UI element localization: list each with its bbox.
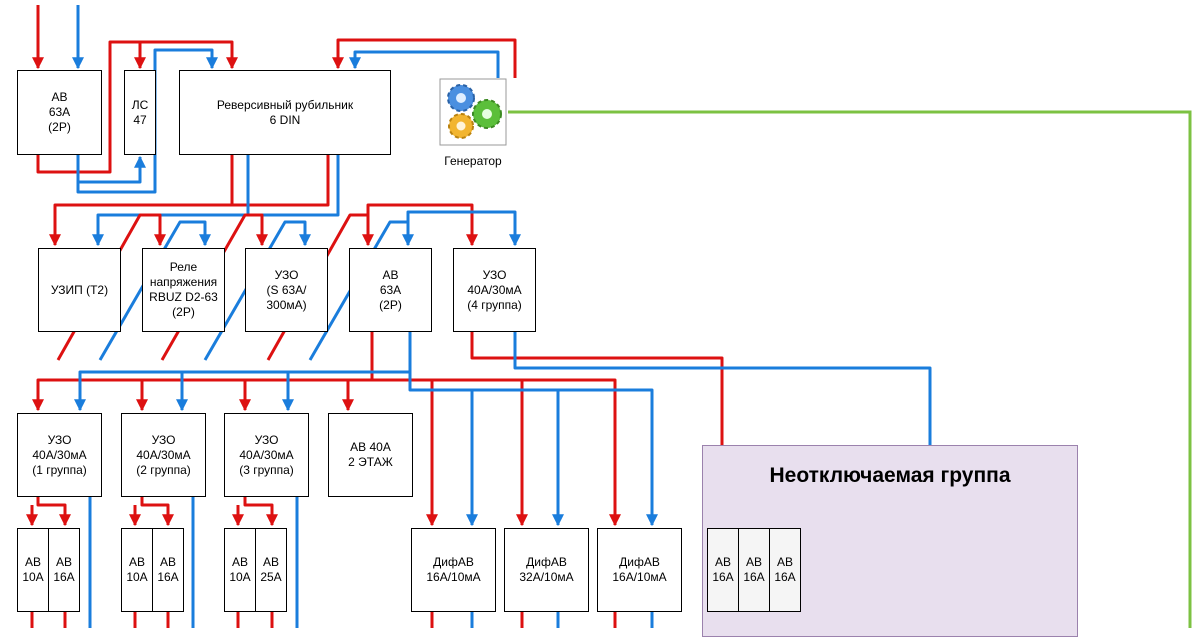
phase-wire — [49, 155, 234, 247]
phase-wire — [36, 40, 238, 174]
generator-label: Генератор — [444, 154, 502, 168]
main-breaker[interactable]: АВ 63А (2Р) — [17, 70, 102, 155]
neutral-wire — [408, 372, 658, 527]
neutral-wire — [248, 155, 340, 217]
zone-title: Неотключаемая группа — [769, 464, 1011, 487]
rcd-group-4[interactable]: УЗО 40А/30мА (4 группа) — [453, 248, 536, 332]
neutral-wire — [74, 332, 412, 412]
rcd-group-3[interactable]: УЗО 40А/30мА (3 группа) — [224, 413, 309, 497]
neutral-wire — [406, 210, 521, 247]
phase-wire — [140, 497, 174, 527]
phase-wire — [372, 378, 621, 527]
phase-wire — [366, 203, 478, 247]
rcbo-3[interactable]: ДифАВ 16А/10мА — [597, 528, 682, 612]
breaker-g3-10a[interactable]: АВ 10А — [224, 528, 256, 612]
rcd-group-2[interactable]: УЗО 40А/30мА (2 группа) — [121, 413, 206, 497]
phase-wire — [232, 155, 330, 207]
neutral-wire — [98, 220, 211, 361]
breaker-g1-10a[interactable]: АВ 10А — [17, 528, 49, 612]
breaker-ng-1[interactable]: АВ 16А — [707, 528, 739, 612]
phase-wire — [243, 497, 278, 527]
surge-switch-ls47[interactable]: ЛС 47 — [124, 70, 156, 155]
rcbo-2[interactable]: ДифАВ 32А/10мА — [504, 528, 589, 612]
breaker-ng-3[interactable]: АВ 16А — [769, 528, 801, 612]
breaker-63a[interactable]: АВ 63А (2Р) — [349, 248, 432, 332]
breaker-g1-16a[interactable]: АВ 16А — [48, 528, 80, 612]
neutral-wire — [78, 155, 146, 184]
main-rcd[interactable]: УЗО (S 63А/ 300мА) — [245, 248, 328, 332]
breaker-g2-16a[interactable]: АВ 16А — [152, 528, 184, 612]
neutral-wire — [349, 50, 500, 78]
breaker-g2-10a[interactable]: АВ 10А — [121, 528, 153, 612]
phase-wire — [36, 497, 71, 527]
ground-wire — [508, 110, 1192, 628]
neutral-wire — [92, 155, 250, 247]
phase-wire — [332, 38, 517, 78]
breaker-40a-floor2[interactable]: АВ 40А 2 ЭТАЖ — [328, 413, 413, 497]
rcd-group-1[interactable]: УЗО 40А/30мА (1 группа) — [17, 413, 102, 497]
surge-protector[interactable]: УЗИП (Т2) — [38, 248, 121, 332]
breaker-g3-25a[interactable]: АВ 25А — [255, 528, 287, 612]
rcbo-1[interactable]: ДифАВ 16А/10мА — [411, 528, 496, 612]
gears-icon — [439, 78, 507, 146]
breaker-ng-2[interactable]: АВ 16А — [738, 528, 770, 612]
phase-wire — [32, 332, 374, 412]
reversing-switch[interactable]: Реверсивный рубильник 6 DIN — [179, 70, 391, 155]
voltage-relay[interactable]: Реле напряжения RBUZ D2-63 (2Р) — [142, 248, 225, 332]
